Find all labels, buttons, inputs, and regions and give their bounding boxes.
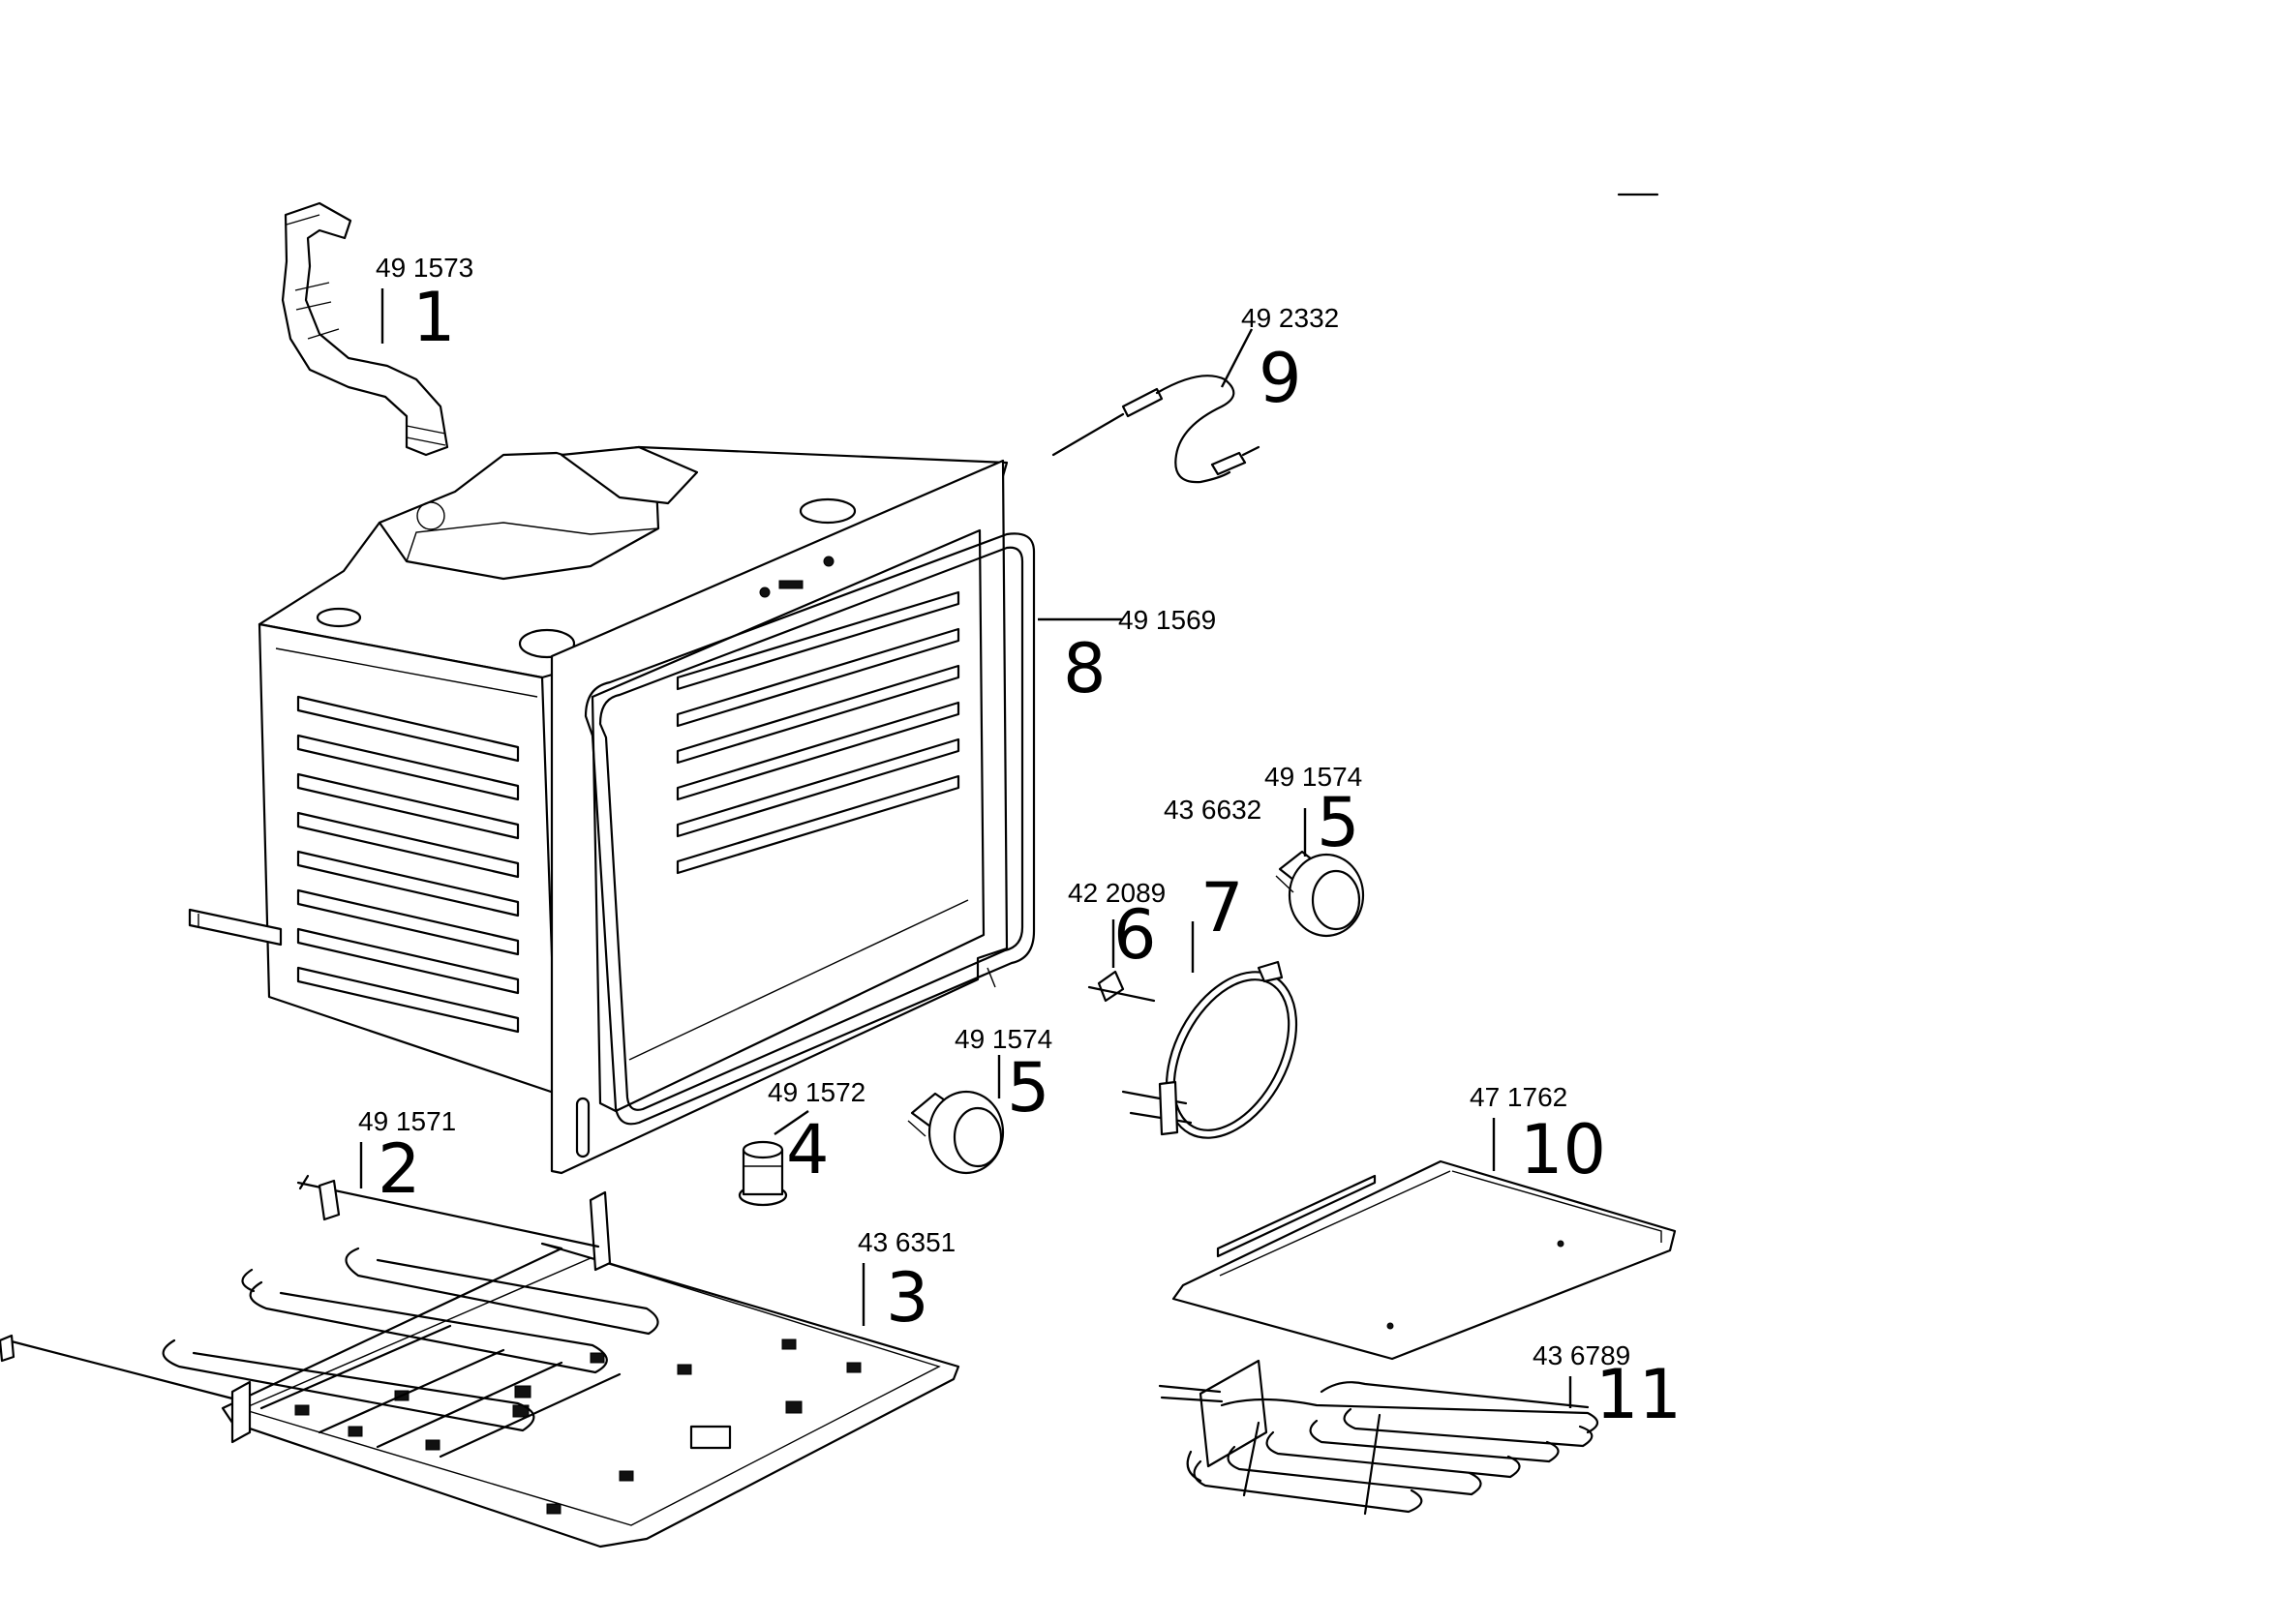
bottom-plate-drawing	[1171, 1159, 1677, 1361]
part-label-hose: 49 1573 1	[376, 253, 473, 357]
callout-number: 9	[1259, 339, 1302, 418]
oven-cavity-drawing	[188, 445, 1036, 1175]
part-number: 43 6351	[858, 1227, 956, 1257]
callout-number: 8	[1063, 629, 1107, 708]
part-number: 47 1762	[1470, 1082, 1567, 1112]
ring-element-drawing	[1121, 960, 1298, 1139]
left-shelf-runners	[296, 695, 520, 1034]
callout-number: 3	[886, 1258, 929, 1338]
part-number: 49 1571	[358, 1106, 456, 1136]
callout-number: 5	[1317, 783, 1360, 862]
part-label-temperature-sensor: 49 2332 9	[1241, 303, 1339, 418]
part-label-lower-heating-element: 43 6789 11	[1533, 1340, 1682, 1434]
lower-heating-element-drawing	[1158, 1359, 1599, 1516]
part-number: 49 1574	[955, 1024, 1052, 1054]
part-number: 49 2332	[1241, 303, 1339, 333]
top-plate-drawing	[221, 1190, 960, 1549]
callout-number: 11	[1595, 1355, 1682, 1434]
part-label-lamp-holder-lower: 49 1574 5	[955, 1024, 1052, 1128]
part-label-upper-heating-element: 49 1571 2	[358, 1106, 456, 1209]
right-shelf-runners	[676, 590, 960, 875]
part-label-clip: 42 2089 6	[1068, 878, 1166, 975]
part-label-door-seal: 49 1569 8	[1063, 605, 1216, 708]
callout-number: 1	[412, 278, 456, 357]
part-label-ring-element: 43 6632 7	[1164, 795, 1261, 947]
callout-number: 4	[786, 1110, 830, 1189]
lamp-holder-lower-drawing	[907, 1090, 1005, 1175]
part-number: 49 1574	[1264, 762, 1362, 792]
temperature-sensor-drawing	[1051, 375, 1260, 484]
lamp-holder-upper-drawing	[1275, 850, 1365, 938]
part-number: 49 1573	[376, 253, 473, 283]
part-number: 49 1569	[1118, 605, 1216, 635]
part-number: 42 2089	[1068, 878, 1166, 908]
callout-number: 2	[378, 1129, 421, 1209]
upper-heating-element-drawing	[0, 1174, 659, 1459]
clip-drawing	[1087, 970, 1156, 1003]
part-label-top-plate: 43 6351 3	[858, 1227, 956, 1338]
callout-number: 6	[1113, 895, 1157, 975]
part-label-small-cylinder: 49 1572 4	[768, 1077, 865, 1189]
callout-number: 5	[1007, 1048, 1050, 1128]
hose-drawing	[281, 201, 449, 457]
leader-lines	[359, 288, 1572, 1408]
part-number: 43 6789	[1533, 1340, 1630, 1370]
part-label-bottom-plate: 47 1762 10	[1470, 1082, 1606, 1189]
callout-number: 10	[1520, 1110, 1606, 1189]
part-number: 43 6632	[1164, 795, 1261, 825]
small-cylinder-drawing	[738, 1140, 788, 1207]
callout-number: 7	[1200, 868, 1244, 947]
part-label-lamp-holder-upper: 49 1574 5	[1264, 762, 1362, 862]
part-number: 49 1572	[768, 1077, 865, 1107]
